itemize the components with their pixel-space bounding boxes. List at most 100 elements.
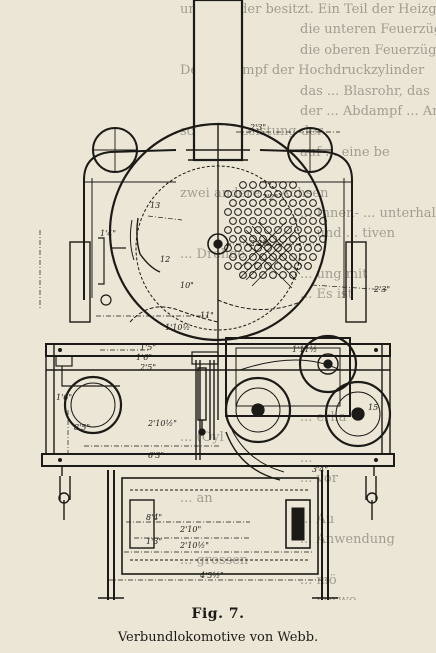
left-buffer-circle: [63, 375, 123, 435]
boiler-tube: [294, 208, 302, 216]
boiler-tube: [249, 271, 257, 279]
boiler-tube: [314, 244, 322, 252]
boiler-tube: [249, 235, 257, 243]
boiler-tube: [239, 199, 247, 207]
boiler-tube: [259, 181, 267, 189]
left-pipework: [55, 237, 126, 387]
boiler-tube: [249, 217, 257, 225]
dim-label: 2'2": [261, 193, 278, 202]
background-text-line: die oberen Feuerzüge in die obere Rauchk…: [300, 42, 436, 58]
dim-label: 2'3": [373, 285, 390, 294]
dim-label: 8'5": [74, 423, 90, 432]
dim-label: 1'11½: [292, 345, 317, 354]
boiler-tube: [304, 226, 312, 234]
background-text-line: das ... Blasrohr, das: [300, 83, 430, 99]
boiler-tube: [244, 244, 252, 252]
dim-label: 1'3": [146, 537, 162, 546]
boiler-tube: [309, 199, 317, 207]
boiler-tube: [304, 262, 312, 270]
dim-label: 6'3": [148, 451, 164, 460]
boiler-tube: [304, 244, 312, 252]
background-text-line: ... Anwendung: [300, 532, 395, 548]
background-text-line: ... an: [180, 491, 213, 507]
background-text-line: die unteren Feuerzüge, die anderen, der …: [300, 22, 436, 38]
background-text-line: der ... Abdampf ... Anordnung: [300, 103, 436, 119]
boiler-tube: [254, 226, 262, 234]
boiler-tube: [319, 235, 327, 243]
locomotive-front-drawing: 2'3" 2'3" 13 2'2" 2'2½ 1'4" 12 10" 11" 1…: [39, 0, 395, 600]
boiler-tube: [294, 190, 302, 198]
dim-label: 1'10½: [165, 323, 190, 332]
dim-label: 2'10½": [147, 419, 177, 428]
piston-rods: [191, 351, 219, 460]
boiler-tube: [299, 253, 307, 261]
dim-label: 11": [200, 311, 214, 320]
boiler-tube: [279, 271, 287, 279]
boiler-tube: [234, 262, 242, 270]
right-eccentric-wheel: [298, 334, 358, 394]
boiler-tube: [299, 235, 307, 243]
dim-label: 2'10": [179, 525, 201, 534]
boiler-tube: [269, 181, 277, 189]
buffers: [58, 476, 378, 520]
boiler-tube: [239, 235, 247, 243]
boiler-tube: [269, 199, 277, 207]
boiler-tube: [279, 199, 287, 207]
boiler-tube: [224, 226, 232, 234]
boiler-tube: [224, 190, 232, 198]
dim-label: 4'5½": [199, 571, 224, 580]
boiler-tube: [264, 226, 272, 234]
dim-label: 2'5": [139, 363, 156, 372]
dim-label: 3'4": [312, 465, 328, 474]
figure-subtitle: Verbundlokomotive von Webb.: [117, 630, 319, 645]
boiler-tube: [244, 190, 252, 198]
boiler-tube: [254, 190, 262, 198]
boiler-tube: [309, 253, 317, 261]
boiler-tube: [274, 244, 282, 252]
background-text-line: ... erha: [300, 409, 347, 425]
dimension-lines: [39, 131, 389, 581]
boiler-tube: [284, 190, 292, 198]
boiler-tube: [259, 235, 267, 243]
boiler-tube: [269, 235, 277, 243]
boiler-tube: [229, 217, 237, 225]
boiler-tube: [279, 217, 287, 225]
boiler-tube: [319, 217, 327, 225]
background-text-line: und Zilinder besitzt. Ein Teil der Heizg…: [180, 2, 436, 17]
boiler-tube: [259, 217, 267, 225]
cab-outline: [83, 149, 353, 300]
boiler-tube: [294, 244, 302, 252]
boiler-tube: [314, 208, 322, 216]
boiler-tube: [299, 199, 307, 207]
boiler-tube: [264, 208, 272, 216]
boiler-tube: [224, 262, 232, 270]
boiler-tube: [234, 190, 242, 198]
boiler-tube: [239, 253, 247, 261]
bogie: [121, 477, 319, 575]
boiler-tube: [289, 199, 297, 207]
background-text-line: auf ... eine be: [300, 144, 390, 160]
boiler-tube: [259, 253, 267, 261]
boiler-tube: [244, 226, 252, 234]
boiler-tube: [264, 244, 272, 252]
boiler-tube: [229, 235, 237, 243]
left-steam-pipe: [129, 217, 161, 273]
boiler-tube: [234, 226, 242, 234]
cylinder-block: [225, 337, 351, 417]
background-text-line: ... (Oyl: [180, 430, 224, 446]
dim-label: 13: [150, 201, 160, 210]
background-text-line: ... Drehge: [180, 246, 246, 262]
frame: [41, 343, 395, 476]
dim-label: 2'3": [249, 123, 266, 132]
boiler-tube: [234, 208, 242, 216]
boiler-tube: [244, 262, 252, 270]
boiler-tube: [294, 226, 302, 234]
boiler-tube: [269, 253, 277, 261]
dim-label: 1'4": [100, 229, 116, 238]
right-crank-wheel: [324, 380, 392, 448]
boiler-tube: [244, 208, 252, 216]
boiler-tube: [289, 181, 297, 189]
boiler-tube: [309, 217, 317, 225]
background-text-line: ... Innen- ... unterhalb: [300, 205, 436, 221]
background-text-line: ... grossen: [180, 552, 249, 568]
